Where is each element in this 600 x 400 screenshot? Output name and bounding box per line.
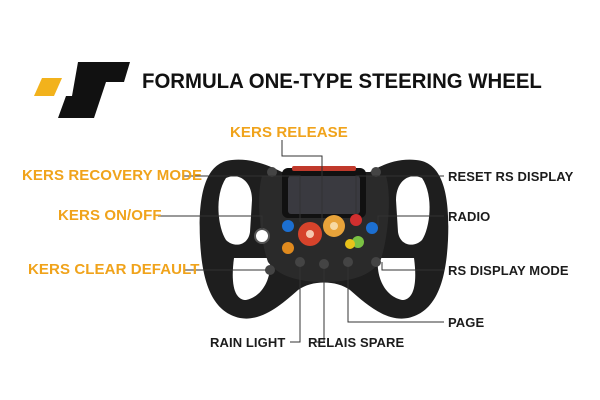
leader-relais-spare xyxy=(316,269,325,343)
steering-wheel xyxy=(199,159,449,319)
top-left-button xyxy=(267,167,277,177)
label-rain-light: RAIN LIGHT xyxy=(210,335,286,350)
rotary-center-2 xyxy=(330,222,338,230)
kers-on-off-button xyxy=(254,228,270,244)
leader-rs-display-mode xyxy=(381,262,444,271)
page-button xyxy=(343,257,353,267)
logo-black-block xyxy=(58,62,130,118)
rs-display-mode-button xyxy=(371,257,381,267)
left-lower-opening xyxy=(232,258,271,300)
relais-spare-button xyxy=(319,259,329,269)
right-grip-opening xyxy=(396,176,430,245)
red-button xyxy=(350,214,362,226)
leader-reset-rs xyxy=(355,175,444,214)
leader-kers-on-off xyxy=(158,215,263,229)
label-rs-display-mode: RS DISPLAY MODE xyxy=(448,263,569,278)
left-grip-opening xyxy=(218,176,252,245)
leader-lines xyxy=(158,140,444,343)
label-relais-spare: RELAIS SPARE xyxy=(308,335,405,350)
label-page: PAGE xyxy=(448,315,485,330)
green-button xyxy=(352,236,364,248)
leader-kers-release xyxy=(281,140,323,226)
leader-radio xyxy=(377,215,444,226)
right-lower-opening xyxy=(377,258,416,300)
label-reset-rs-display: RESET RS DISPLAY xyxy=(448,169,574,184)
rs-display-screen xyxy=(288,176,360,214)
kers-clear-default-button xyxy=(265,265,275,275)
label-kers-on-off: KERS ON/OFF xyxy=(58,207,162,224)
radio-button xyxy=(366,222,378,234)
rotary-center xyxy=(306,230,314,238)
label-kers-release: KERS RELEASE xyxy=(230,124,348,141)
label-radio: RADIO xyxy=(448,209,491,224)
label-kers-recovery-mode: KERS RECOVERY MODE xyxy=(22,167,203,184)
brand-logo xyxy=(34,62,130,118)
yellow-button xyxy=(345,239,355,249)
leader-page xyxy=(347,267,444,323)
label-kers-clear-default: KERS CLEAR DEFAULT xyxy=(28,261,200,278)
diagram-title: FORMULA ONE-TYPE STEERING WHEEL xyxy=(142,70,542,93)
blue-button-upper xyxy=(282,220,294,232)
leader-rain-light xyxy=(290,267,301,343)
shift-lights xyxy=(292,166,356,171)
rain-light-button xyxy=(295,257,305,267)
orange-button-left xyxy=(282,242,294,254)
top-right-button xyxy=(371,167,381,177)
leader-kers-recovery xyxy=(184,175,301,222)
logo-yellow-block xyxy=(34,78,62,96)
